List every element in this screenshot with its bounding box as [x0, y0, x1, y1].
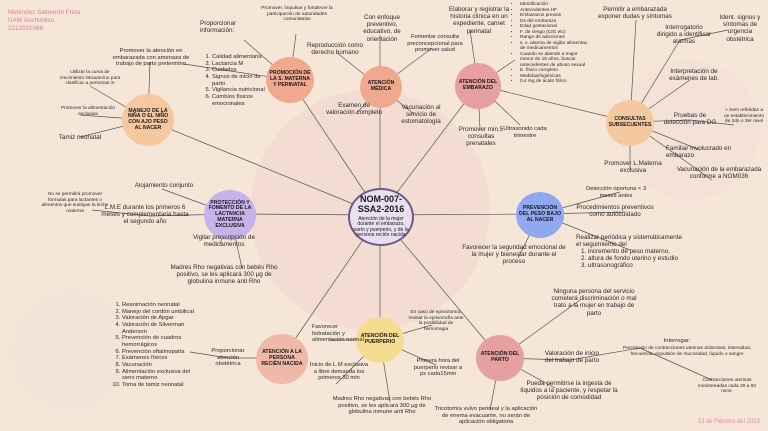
author-block: Meléndez Salmerón Frida UAM Xochimilco 2… — [8, 9, 80, 33]
node-lactancia: PROTECCIÓN Y FOMENTO DE LA LACTANCIA MAT… — [204, 190, 256, 240]
info-item: Vigilancia nutricional — [212, 87, 274, 94]
node-promocion: PROMOCIÓN DE LA S. MATERNA Y PERINATAL — [266, 57, 314, 103]
label-interrogar: Interrogar: — [663, 338, 691, 344]
label-deteccion: Detección oportuna < 3 meses antes — [585, 186, 647, 199]
label-lmaterna: Promover L.Materna exclusiva — [604, 160, 662, 175]
center-subtitle: Atención de la mujer durante el embarazo… — [353, 215, 409, 239]
info-item: Cambios físicos emocionales — [212, 94, 274, 107]
background-blob — [10, 290, 130, 410]
recien-item: Exámenes físicos — [122, 355, 202, 362]
historia-item: Rango de adicciones — [520, 35, 590, 41]
recien-item: Vacunación — [122, 362, 202, 369]
label-procedimientos: Procedimientos preventivos como autocuid… — [576, 204, 654, 219]
info-list: Calidad alimentaria Lactancia M Cuidados… — [202, 54, 274, 107]
label-permitir: Permitir a embarazada exponer dudas y sí… — [598, 6, 672, 21]
seguimiento-item: incremento de peso materno, — [588, 248, 682, 255]
label-pueda: Pueda permitirse la ingesta de líquidos … — [520, 380, 618, 402]
label-interrogatorio: Interrogatorio dirigido a identificar al… — [656, 24, 712, 46]
label-promover-alim: Promover la alimentación exclusiva — [60, 106, 116, 117]
author-name: Meléndez Salmerón Frida — [8, 9, 81, 16]
label-contracciones: Contracciones uterinas monitoreadas cada… — [697, 378, 757, 395]
label-alojamiento: Alojamiento conjunto — [134, 182, 194, 189]
label-elaborar: Elaborar y registrar la historia clínica… — [448, 6, 510, 35]
node-parto: ATENCIÓN DEL PARTO — [476, 335, 524, 381]
historia-item: E. físico completo — [520, 68, 590, 74]
historia-item: F. de riesgo (CIG etc) — [520, 30, 590, 36]
seguimiento-list: incremento de peso materno, altura de fo… — [578, 248, 682, 270]
label-promover-impulsar: Promover, impulsar y fortalecer la parti… — [261, 6, 333, 23]
info-item: Cuidados — [212, 67, 274, 74]
label-fomentar: Fomentar consulta preconcepcional para p… — [407, 34, 463, 54]
center-node: NOM-007-SSA2-2016 Atención de la mujer d… — [348, 188, 414, 246]
label-vacunacion-servicio: Vacunación al servicio de estomatología — [401, 104, 441, 126]
seguimiento-item: ultrasonográfico — [588, 262, 682, 269]
node-prevencion: PREVENCIÓN DEL PESO BAJO AL NACER — [516, 192, 564, 238]
recien-item: Prevención oftalmopatía — [122, 349, 202, 356]
historia-item: Medidas/higiénicas — [520, 74, 590, 80]
info-item: Signos de inicio de parto — [212, 74, 274, 87]
historia-item: Antecedentes HF — [520, 8, 590, 14]
label-vacunacion-embarazada: Vacunación de la embarazada conforme a N… — [676, 166, 762, 181]
info-item: Calidad alimentaria — [212, 54, 274, 61]
label-interpretacion: Interpretación de exámenes de lab. — [669, 68, 719, 83]
label-no-permitira: No se permitirá promover fórmulas para l… — [41, 192, 109, 214]
label-promover-min5: Promover min.5 consultas prenatales — [458, 126, 504, 148]
author-school: UAM Xochimilco — [8, 16, 55, 24]
seguimiento-item: altura de fondo uterino y estudio — [588, 255, 682, 262]
node-medica: ATENCIÓN MÉDICA — [360, 66, 402, 108]
label-reproduccion: Reproducción como derecho humano — [306, 42, 363, 57]
center-title: NOM-007-SSA2-2016 — [357, 194, 405, 214]
label-pruebas: Pruebas de detección para DG — [663, 112, 717, 127]
label-ninguna-persona: Ninguna persona del servicio cometerá di… — [551, 288, 637, 317]
historia-item: 0.4 mg de ácido fólico — [520, 79, 590, 85]
label-curva: Utilizar la curva de crecimiento intraut… — [59, 70, 121, 87]
label-tamiz: Tamiz neonatal — [58, 134, 102, 141]
label-valoracion-inicio: Valoración de inicio del trabajo de part… — [544, 350, 600, 365]
recien-item: Manejo del cordón umbilical — [122, 309, 202, 316]
label-realizar: Realizar periódica y sistemáticamente el… — [576, 234, 683, 249]
recien-item: Valoración de Apgar — [122, 315, 202, 322]
label-favorecer-hid: Favorecer hidratación y alimentación nor… — [312, 324, 364, 344]
label-vigilar: Vigilar prescripción de medicamentos — [193, 234, 255, 249]
node-manejo: MANEJO DE LA NIÑA O EL NIÑO CON AJO PESO… — [122, 94, 174, 146]
node-embarazo: ATENCIÓN DEL EMBARAZO — [455, 63, 501, 109]
label-primera-hora: Primera hora del puerperio revisar a px … — [413, 358, 463, 378]
historia-item: Identificación — [520, 2, 590, 8]
label-proporcionar-obst: Proporcionar atención obstétrica — [211, 348, 245, 368]
historia-item: Edad gestacional — [520, 24, 590, 30]
historia-item: Ds del embarazo — [520, 19, 590, 25]
label-examen: Examen de valoración completo — [326, 102, 383, 117]
author-id: 2212031066 — [8, 24, 44, 32]
label-madres-rho1: Madres Rho negativas con bebés Rho posit… — [170, 264, 278, 286]
label-tricotomia: Tricotomía vulvo perineal y la aplicació… — [434, 406, 538, 426]
label-caso-episiotomia: En caso de episiotomía, revisar la episi… — [408, 310, 464, 332]
label-lme: L.M.E durante los primeros 6 meses y com… — [101, 204, 189, 226]
label-ultrasonido: Ultrasonido cada trimestre — [503, 126, 547, 139]
recien-item: Valoración de Silverman Anderson — [122, 322, 202, 335]
historia-item: s. s. alarma de vigilar alimentac. de me… — [520, 41, 590, 52]
node-puerperio: ATENCIÓN DEL PUERPERIO — [356, 317, 404, 363]
date-label: 13 de Febrero del 2023 — [697, 419, 760, 425]
label-sem32: > Sem referidas a un establecimiento de … — [724, 108, 764, 125]
node-recien: ATENCIÓN A LA PERSONA RECIÉN NACIDA — [256, 334, 308, 384]
label-interrogar-det: Percepción de contracciones uterinas dol… — [623, 346, 751, 357]
historia-item: Cuando se atiende a mujer menor de 15 añ… — [520, 52, 590, 69]
historia-item: Embarazos previos — [520, 13, 590, 19]
recien-item: Prevención de cuadros hemorrágicos — [122, 335, 202, 348]
recien-item: Reanimación neonatal — [122, 302, 202, 309]
node-consultas: CONSULTAS SUBSECUENTES — [606, 100, 654, 146]
recien-list: Reanimación neonatal Manejo del cordón u… — [112, 302, 202, 389]
label-enfoque: Con enfoque preventivo, educativo, de or… — [363, 14, 401, 43]
label-familiar: Familiar involucrado en embarazo — [666, 145, 732, 160]
info-item: Lactancia M — [212, 61, 274, 68]
label-inicio-lm: Inicio de L.M exclusiva a libre demanda … — [309, 362, 369, 382]
label-favorecer-seg: Favorecer la seguridad emocional de la m… — [462, 244, 566, 266]
recien-item: Alimentación exclusiva del seno materno — [122, 369, 202, 382]
label-proporcionar-info: Proporcionar información: — [200, 20, 237, 35]
label-promover-atencion: Promover la atención en embarazada con a… — [112, 48, 190, 68]
label-madres-rho2: Madres Rho negativas con bebés Rho posit… — [332, 396, 432, 416]
label-ident-signos: Ident. signos y síntomas de urgencia obs… — [719, 14, 761, 43]
historia-list: Identificación Antecedentes HF Embarazos… — [510, 2, 590, 85]
recien-item: Toma de tamiz neonatal — [122, 382, 202, 389]
